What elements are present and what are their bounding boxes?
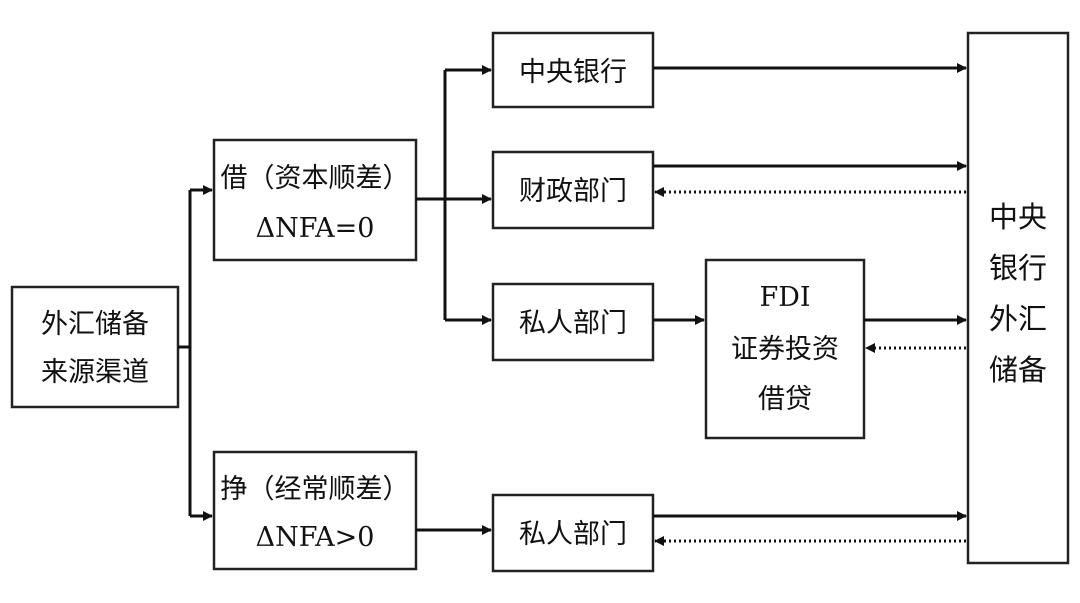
source-box: 外汇储备 来源渠道 <box>10 285 180 409</box>
borrow-box: 借（资本顺差） ΔNFA=0 <box>212 138 418 262</box>
securities-investment-label: 证券投资 <box>731 334 839 365</box>
central-bank-box: 中央银行 <box>491 31 655 109</box>
fdi-group-box: FDI 证券投资 借贷 <box>704 258 866 440</box>
earn-label-line1: 挣（经常顺差） <box>221 474 410 505</box>
source-label-line1: 外汇储备 <box>41 309 149 340</box>
source-label-line2: 来源渠道 <box>41 357 149 388</box>
private-dept-lower-label: 私人部门 <box>519 519 627 550</box>
earn-box: 挣（经常顺差） ΔNFA>0 <box>212 450 418 571</box>
borrow-label-line1: 借（资本顺差） <box>221 163 410 194</box>
earn-label-line2: ΔNFA>0 <box>256 522 375 553</box>
reserves-box: 中央 银行 外汇 储备 <box>966 31 1070 565</box>
private-dept-upper-box: 私人部门 <box>491 282 655 362</box>
reserves-label-line4: 储备 <box>989 353 1047 387</box>
borrow-label-line2: ΔNFA=0 <box>256 213 375 244</box>
fiscal-dept-box: 财政部门 <box>491 150 655 230</box>
reserves-label-line1: 中央 <box>989 200 1047 234</box>
private-dept-lower-box: 私人部门 <box>491 493 655 573</box>
reserves-label-line2: 银行 <box>989 251 1047 285</box>
central-bank-label: 中央银行 <box>519 57 627 88</box>
loans-label: 借贷 <box>758 384 812 415</box>
private-dept-upper-label: 私人部门 <box>519 308 627 339</box>
fdi-label: FDI <box>759 282 810 313</box>
fiscal-dept-label: 财政部门 <box>519 176 627 207</box>
reserves-label-line3: 外汇 <box>989 302 1047 336</box>
